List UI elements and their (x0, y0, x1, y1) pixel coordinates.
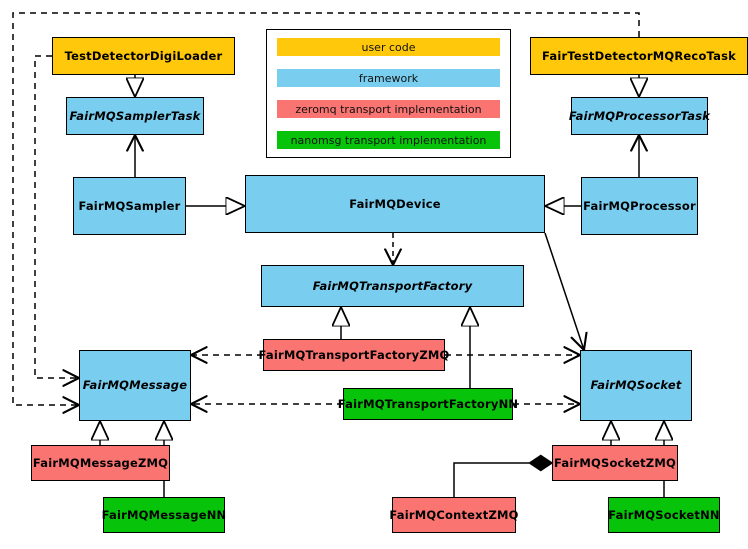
class-box-fairmqmessage[interactable]: FairMQMessage (79, 350, 191, 421)
class-box-label: FairMQProcessorTask (568, 108, 711, 123)
class-box-fairmqprocessor[interactable]: FairMQProcessor (581, 177, 698, 235)
class-box-fairmqsocketnn[interactable]: FairMQSocketNN (608, 497, 720, 533)
legend-item-nanomsg: nanomsg transport implementation (277, 131, 500, 149)
edge-contextzmq-socketzmq (453, 463, 552, 497)
edge-recotask-message (12, 12, 640, 405)
class-box-label: FairMQTransportFactoryNN (337, 396, 519, 411)
class-box-fairmqdevice[interactable]: FairMQDevice (245, 175, 545, 233)
class-box-label: FairMQSocketZMQ (554, 455, 676, 470)
legend: user code framework zeromq transport imp… (266, 29, 511, 158)
class-box-label: FairMQSocketNN (608, 507, 720, 522)
class-box-label: FairMQProcessor (583, 198, 696, 213)
class-box-fairmqsocketzmq[interactable]: FairMQSocketZMQ (552, 445, 678, 481)
class-box-fairmqprocessortask[interactable]: FairMQProcessorTask (568, 97, 711, 135)
class-box-label: FairMQMessage (82, 378, 188, 393)
class-box-fairmqtransportfactory[interactable]: FairMQTransportFactory (261, 265, 524, 307)
class-box-fairmqsocket[interactable]: FairMQSocket (580, 350, 692, 421)
class-box-label: FairMQDevice (349, 196, 441, 211)
legend-item-framework: framework (277, 69, 500, 87)
class-box-fairmqtransportfactoryzmq[interactable]: FairMQTransportFactoryZMQ (259, 339, 449, 371)
legend-item-zeromq: zeromq transport implementation (277, 100, 500, 118)
edge-digiloader-message (34, 55, 79, 378)
legend-item-user-code: user code (277, 38, 500, 56)
class-box-label: FairMQTransportFactory (312, 278, 473, 293)
class-box-label: FairMQTransportFactoryZMQ (258, 347, 450, 362)
class-box-label: FairMQMessageZMQ (32, 455, 169, 470)
class-box-fairmqtransportfactorynn[interactable]: FairMQTransportFactoryNN (338, 388, 518, 420)
class-box-fairmqmessagezmq[interactable]: FairMQMessageZMQ (31, 445, 170, 481)
class-box-fairmqcontextzmq[interactable]: FairMQContextZMQ (389, 497, 519, 533)
class-box-label: FairMQContextZMQ (389, 507, 519, 522)
class-box-label: FairTestDetectorMQRecoTask (542, 48, 736, 63)
class-box-label: FairMQSamplerTask (69, 108, 201, 123)
class-box-fairmqsampler[interactable]: FairMQSampler (73, 177, 186, 235)
class-box-fairmqsamplertask[interactable]: FairMQSamplerTask (66, 97, 204, 135)
class-box-fairmqmessagenn[interactable]: FairMQMessageNN (101, 497, 227, 533)
class-box-label: FairMQMessageNN (101, 507, 227, 522)
class-box-label: FairMQSampler (78, 198, 181, 213)
class-box-label: TestDetectorDigiLoader (64, 48, 223, 63)
class-box-testdetectordigiloader[interactable]: TestDetectorDigiLoader (52, 37, 235, 75)
class-box-fairtestdetectormqrecotask[interactable]: FairTestDetectorMQRecoTask (530, 37, 748, 75)
edge-device-socket (544, 232, 584, 350)
class-box-label: FairMQSocket (590, 378, 682, 393)
